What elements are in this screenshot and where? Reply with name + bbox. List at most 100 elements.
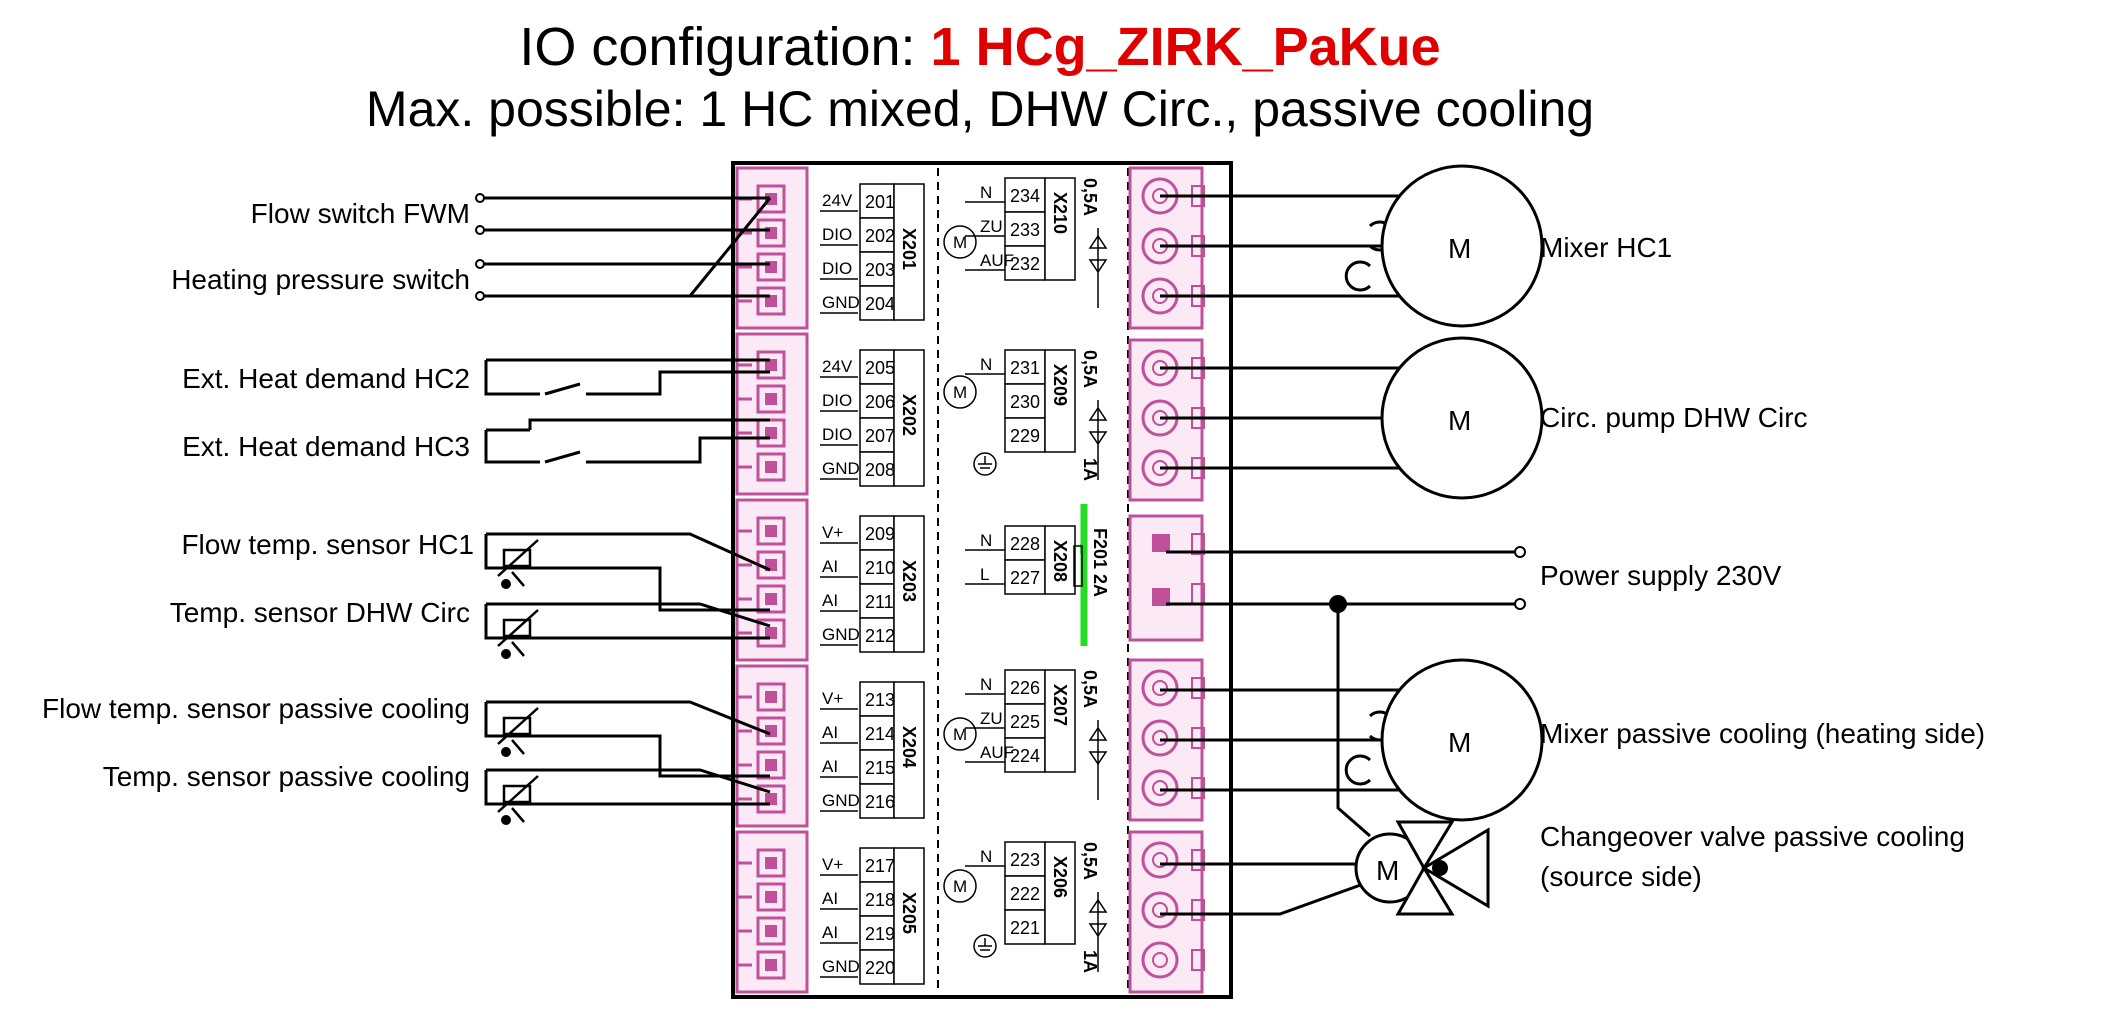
signal-label: DIO <box>822 391 852 410</box>
earth-icon <box>973 934 997 958</box>
earth-icon-lines <box>978 456 992 469</box>
pin-box <box>859 715 895 751</box>
label-mixer-passive-cooling: Mixer passive cooling (heating side) <box>1540 718 1985 749</box>
terminal-contact <box>765 857 777 869</box>
label-power-supply: Power supply 230V <box>1540 560 1782 591</box>
motor-icon <box>943 717 977 751</box>
connector-name: X202 <box>899 394 919 436</box>
label-mixer-hc1: Mixer HC1 <box>1540 232 1672 263</box>
connector-name: X209 <box>1050 364 1070 406</box>
pin-number: 207 <box>865 426 895 446</box>
wire-label: N <box>980 531 992 550</box>
rotation-icon-close <box>1344 260 1372 292</box>
signal-label: AI <box>822 557 838 576</box>
signal-label: GND <box>822 791 860 810</box>
wire-label: AUF <box>980 251 1014 270</box>
terminal-screw <box>756 882 786 912</box>
fuse-element <box>1073 545 1083 587</box>
wire-label: ZU <box>980 709 1003 728</box>
terminal-screw <box>1141 769 1179 807</box>
pin-number: 201 <box>865 192 895 212</box>
pin-number: 208 <box>865 460 895 480</box>
sensor-pc-wire <box>486 768 771 794</box>
signal-label: 24V <box>822 357 853 376</box>
mixer-hc1-motor-icon-label: M <box>1448 233 1471 264</box>
terminal-screw <box>756 218 786 248</box>
wire-terminal <box>475 259 485 269</box>
triac-symbol <box>1088 234 1108 274</box>
terminal-screw <box>1141 719 1179 757</box>
pin-number: 227 <box>1010 568 1040 588</box>
label-changeover-valve: Changeover valve passive cooling <box>1540 821 1965 852</box>
wire-terminal <box>475 291 485 301</box>
pin-number: 217 <box>865 856 895 876</box>
terminal-contact <box>765 593 777 605</box>
terminal-screw <box>1141 941 1179 979</box>
label-ext-heat-demand-hc2: Ext. Heat demand HC2 <box>182 363 470 394</box>
pin-number: 211 <box>865 592 894 612</box>
title-prefix: IO configuration: <box>519 17 931 77</box>
label-temp-sensor-passive-cooling: Temp. sensor passive cooling <box>103 761 470 792</box>
terminal-tab <box>1191 777 1205 799</box>
wires <box>475 193 1520 916</box>
pin-number: 228 <box>1010 534 1040 554</box>
mixer-hc1-motor-icon <box>1380 164 1544 328</box>
signal-label: GND <box>822 293 860 312</box>
pin-number: 220 <box>865 958 895 978</box>
pin-number: 231 <box>1010 358 1040 378</box>
terminal-screw <box>756 750 786 780</box>
power-contact <box>1152 534 1170 552</box>
signal-label: DIO <box>822 225 852 244</box>
connector-name: X210 <box>1050 192 1070 234</box>
terminal-contact <box>765 427 777 439</box>
ntc-sensor-dot <box>501 747 511 757</box>
pin-number: 221 <box>1010 918 1040 938</box>
terminal-contact <box>765 461 777 473</box>
terminal-screw <box>756 916 786 946</box>
pin-number: 214 <box>865 724 895 744</box>
ext-heat-demand-hc3-top <box>486 418 770 432</box>
signal-label: GND <box>822 625 860 644</box>
wire-label: N <box>980 355 992 374</box>
connector-name: X201 <box>899 228 919 270</box>
terminal-screw-center <box>1152 902 1168 918</box>
terminal-screw <box>756 418 786 448</box>
connector-frame <box>1044 525 1076 595</box>
terminal-tab <box>1191 727 1205 749</box>
connector-frame <box>1044 841 1076 945</box>
fuse-rating: 1A <box>1080 458 1100 481</box>
terminal-screw <box>756 286 786 316</box>
fuse-rating: 0,5A <box>1080 842 1100 880</box>
label-changeover-valve-source: (source side) <box>1540 861 1702 892</box>
ext-heat-demand-hc3-wire <box>484 430 770 464</box>
terminal-contact <box>765 891 777 903</box>
pin-box <box>859 217 895 253</box>
terminal-screw <box>756 516 786 546</box>
motor-icon <box>943 225 977 259</box>
motor-icon-label: M <box>953 233 967 252</box>
wire-label: L <box>980 565 989 584</box>
connector-name: X205 <box>899 892 919 934</box>
board-outline <box>731 161 1233 999</box>
pin-number: 210 <box>865 558 895 578</box>
connector-frame <box>893 681 925 819</box>
pin-box <box>1004 909 1046 945</box>
pin-box <box>859 285 895 321</box>
terminal-screw <box>756 682 786 712</box>
signal-label: AI <box>822 723 838 742</box>
diagram-title: IO configuration: 1 HCg_ZIRK_PaKue <box>0 16 1960 78</box>
fuse-rating: 1A <box>1080 950 1100 973</box>
circ-pump-motor-icon <box>1380 336 1544 500</box>
valve-wire-2 <box>1160 876 1381 916</box>
terminal-contact <box>765 627 777 639</box>
fuse-rating: 0,5A <box>1080 670 1100 708</box>
connector-frame <box>893 515 925 653</box>
signal-label: GND <box>822 459 860 478</box>
terminal-tab <box>1191 949 1205 971</box>
wire-label: ZU <box>980 217 1003 236</box>
pin-number: 204 <box>865 294 895 314</box>
pin-number: 206 <box>865 392 895 412</box>
motor-icon-label: M <box>953 725 967 744</box>
